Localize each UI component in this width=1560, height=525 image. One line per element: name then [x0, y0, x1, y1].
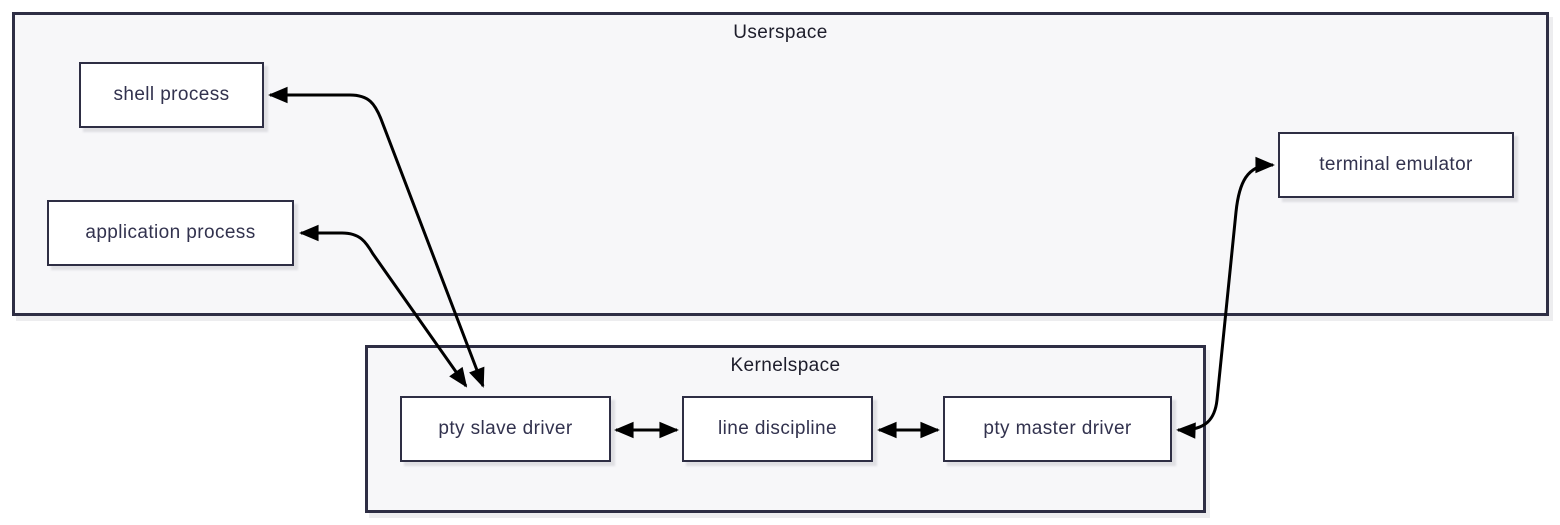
node-pty-master-driver: pty master driver: [943, 396, 1172, 462]
kernelspace-title: Kernelspace: [730, 355, 841, 376]
userspace-title: Userspace: [733, 22, 828, 43]
node-shell-process: shell process: [79, 62, 264, 128]
node-pty-slave-driver: pty slave driver: [400, 396, 611, 462]
node-terminal-emulator: terminal emulator: [1278, 132, 1514, 198]
node-application-process: application process: [47, 200, 294, 266]
node-line-discipline: line discipline: [682, 396, 873, 462]
